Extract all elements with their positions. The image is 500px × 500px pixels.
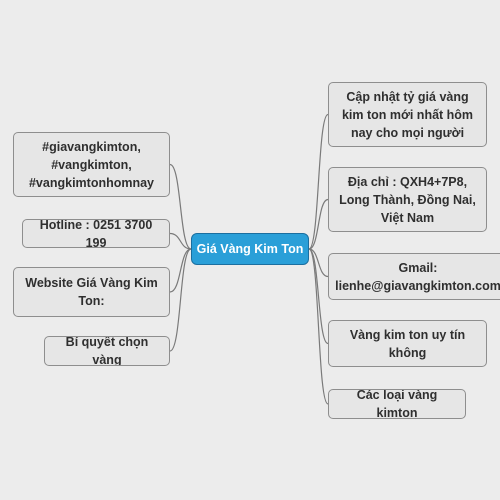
connector-line xyxy=(308,248,329,405)
connector-line xyxy=(169,248,192,293)
topic-address[interactable]: Địa chỉ : QXH4+7P8, Long Thành, Đồng Nai… xyxy=(328,167,487,232)
connector-line xyxy=(169,232,192,250)
central-topic[interactable]: Giá Vàng Kim Ton xyxy=(191,233,309,265)
connector-line xyxy=(169,248,192,352)
topic-hashtags[interactable]: #giavangkimton, #vangkimton, #vangkimton… xyxy=(13,132,170,197)
topic-email[interactable]: Gmail: lienhe@giavangkimton.com xyxy=(328,253,500,300)
topic-hotline[interactable]: Hotline : 0251 3700 199 xyxy=(22,219,170,248)
topic-website[interactable]: Website Giá Vàng Kim Ton: xyxy=(13,267,170,317)
topic-gold-rate-update[interactable]: Cập nhật tỷ giá vàng kim ton mới nhất hô… xyxy=(328,82,487,147)
connector-line xyxy=(169,163,192,250)
topic-gold-tips[interactable]: Bí quyết chọn vàng xyxy=(44,336,170,366)
topic-trustworthy[interactable]: Vàng kim ton uy tín không xyxy=(328,320,487,367)
connector-line xyxy=(308,113,329,250)
topic-gold-types[interactable]: Các loại vàng kimton xyxy=(328,389,466,419)
connector-line xyxy=(308,198,329,250)
